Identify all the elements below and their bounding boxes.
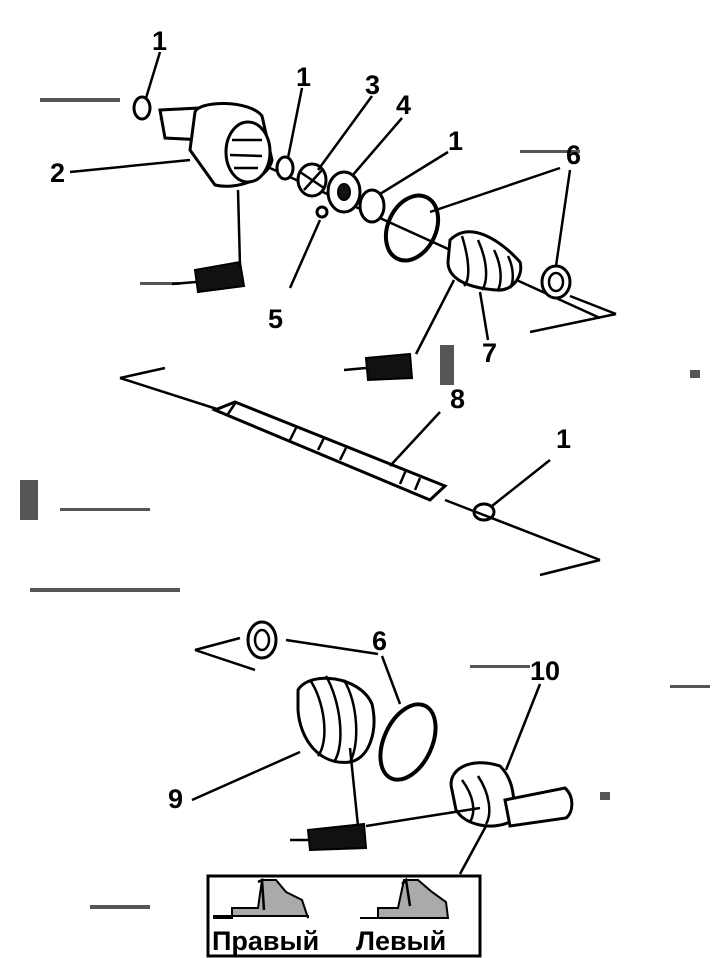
inner-joint-housing	[158, 102, 274, 188]
callout-2: 2	[50, 158, 65, 188]
callout-1d: 1	[556, 424, 571, 454]
callout-1b: 1	[296, 62, 311, 92]
callout-10: 10	[530, 656, 560, 686]
ball	[315, 205, 329, 219]
circlip-1a	[132, 95, 152, 121]
lower-left-guide-line	[194, 648, 256, 672]
inner-race	[326, 170, 362, 214]
leader-lines	[69, 51, 617, 875]
callout-1c: 1	[448, 126, 463, 156]
callout-5: 5	[268, 304, 283, 334]
boot-clamp-large-upper	[383, 193, 441, 263]
callout-6b: 6	[372, 626, 387, 656]
ball-cage	[296, 162, 328, 198]
callout-8: 8	[450, 384, 465, 414]
installation-legend-box: Правый Левый	[206, 874, 482, 958]
outer-joint	[449, 761, 574, 828]
shaft-right-guide-line	[444, 498, 601, 562]
legend-label-right: Правый	[212, 926, 319, 956]
circlip-1c	[358, 188, 386, 224]
shaft-left-guide-line	[119, 376, 221, 412]
callout-7: 7	[482, 338, 497, 368]
callout-6a: 6	[566, 140, 581, 170]
boot-clamp-large-lower	[378, 702, 438, 782]
callout-3: 3	[365, 70, 380, 100]
grease-tube-upper-left	[171, 260, 246, 294]
grease-tube-upper-middle	[343, 352, 414, 382]
inner-boot	[446, 230, 523, 292]
drive-shaft	[211, 400, 448, 502]
callout-9: 9	[168, 784, 183, 814]
callout-1a: 1	[152, 26, 167, 56]
callout-labels: 1 2 1 3 4 1 5 6 7 8 1 6 10 9	[50, 26, 581, 814]
shaft-left-arrow-line	[119, 366, 166, 380]
outer-boot	[296, 675, 376, 764]
scan-noise	[20, 98, 710, 909]
boot-clamp-small-lower	[246, 620, 278, 660]
legend-label-left: Левый	[356, 926, 446, 956]
boot-clamp-small-upper	[540, 264, 572, 300]
right-side-profile-icon	[213, 878, 309, 919]
left-side-profile-icon	[360, 877, 450, 919]
callout-4: 4	[396, 90, 411, 120]
shaft-right-arrow-line	[539, 558, 601, 577]
lower-left-arrow-line	[194, 636, 241, 652]
circlip-1b	[275, 155, 295, 181]
grease-tube-lower	[290, 822, 368, 852]
